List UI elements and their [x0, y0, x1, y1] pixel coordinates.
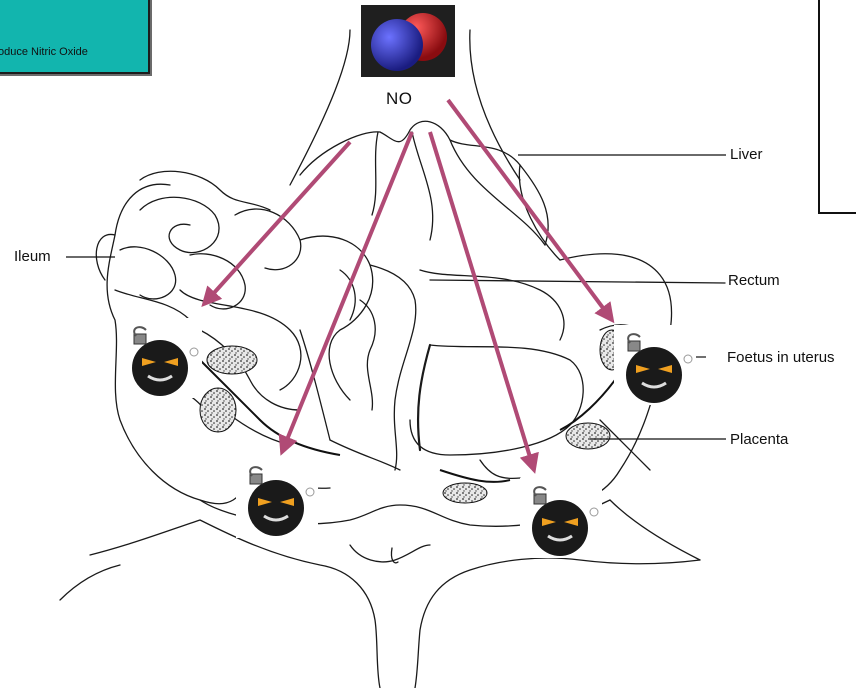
arrow-to-lower-right-foetus — [430, 132, 534, 470]
arrow-to-right-foetus — [448, 100, 612, 320]
bomb-face-icon — [120, 318, 202, 398]
bomb-face-icon — [236, 458, 318, 538]
nitric-oxide-label: NO — [386, 89, 413, 109]
arrow-to-lower-left-foetus — [282, 132, 412, 452]
arrow-to-left-foetus — [204, 142, 350, 304]
bomb-face-icon — [520, 478, 602, 558]
ileum-label: Ileum — [14, 248, 51, 265]
foetus-label: Foetus in uterus — [727, 349, 835, 366]
nitric-oxide-molecule-icon — [361, 5, 455, 77]
liver-label: Liver — [730, 146, 763, 163]
rectum-label: Rectum — [728, 272, 780, 289]
bomb-face-icon — [614, 325, 696, 405]
placenta-label: Placenta — [730, 431, 788, 448]
